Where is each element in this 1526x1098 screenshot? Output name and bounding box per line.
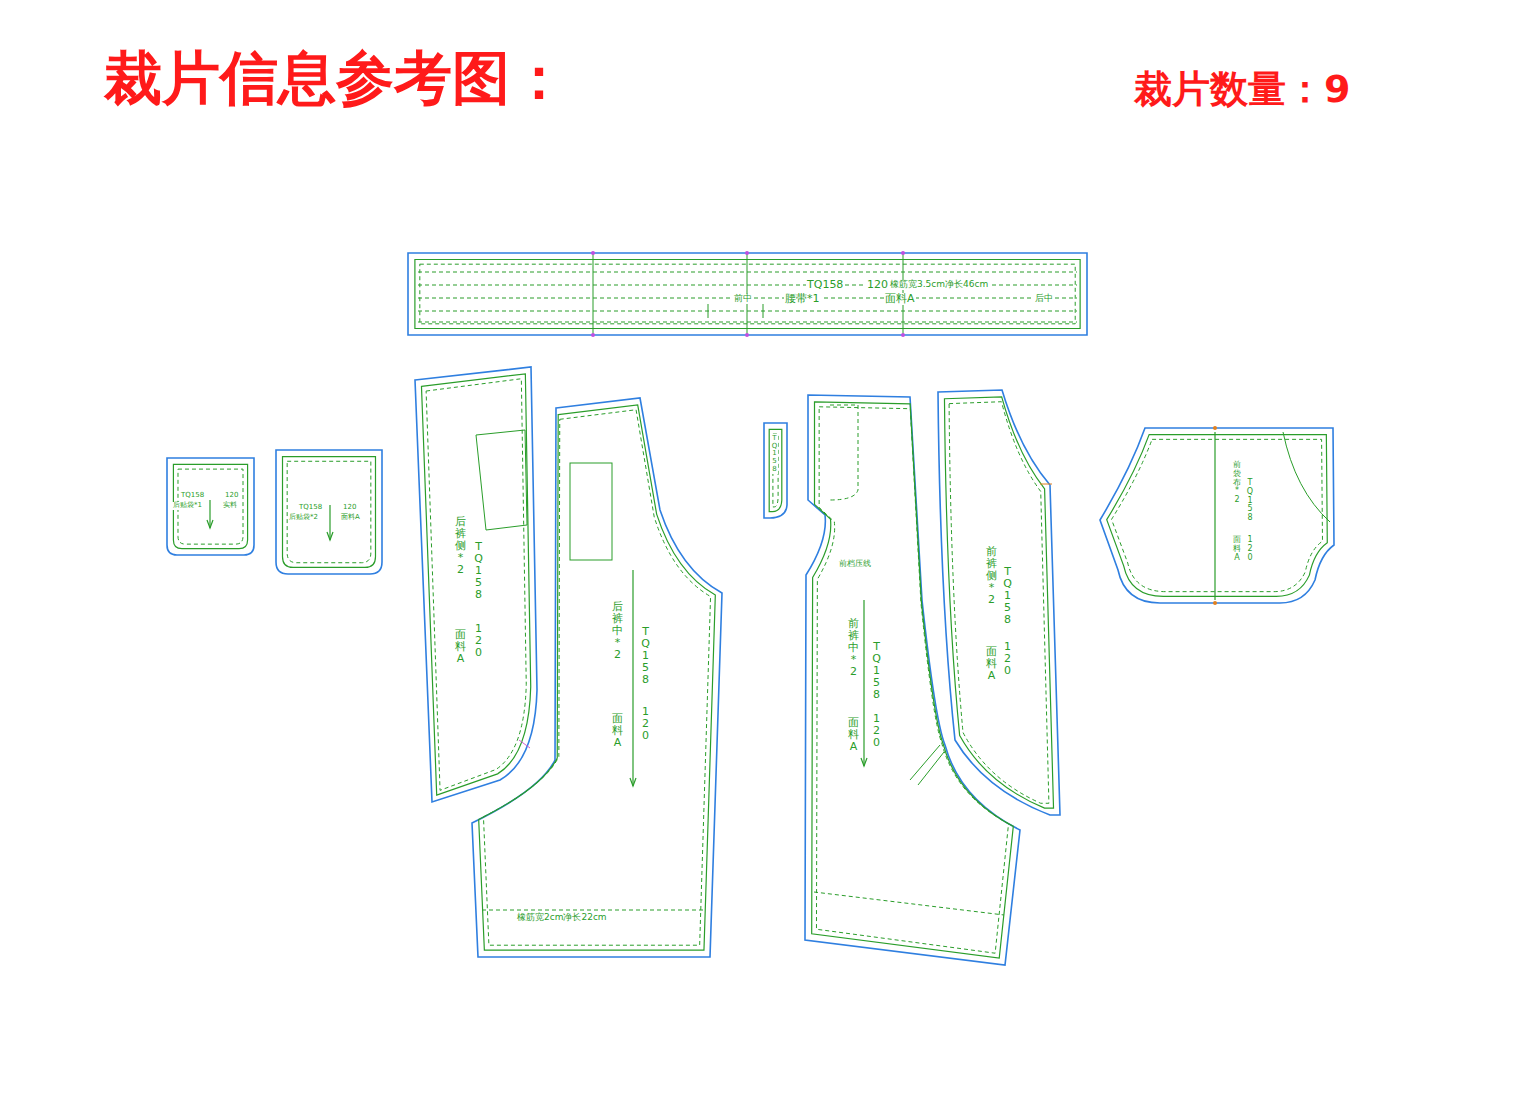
piece-label: 面料A [340, 514, 361, 522]
piece-label-vertical: TQ158 [1002, 565, 1013, 627]
piece-label-vertical: 前袋布*2 [1233, 460, 1241, 506]
piece-label-vertical: TQ158 [1246, 478, 1254, 524]
piece-outline [933, 385, 1065, 820]
piece-label-vertical: 前裤中*2 [848, 617, 859, 679]
piece-label: TQ158 [806, 279, 844, 291]
waistband-piece: TQ158 120橡筋宽3.5cm净长46cm 前中 腰带*1 面料A 后中 [403, 250, 1093, 338]
piece-count: 裁片数量：9 [1134, 64, 1350, 115]
piece-outline [272, 446, 386, 578]
piece-label-vertical: 面料A [1233, 535, 1241, 563]
piece-label: 橡筋宽2cm净长22cm [516, 913, 608, 923]
piece-outline [1095, 423, 1339, 608]
piece-label: 120 [342, 504, 357, 512]
piece-label-vertical: TQ158 [473, 540, 484, 602]
piece-label: 前中 [733, 294, 753, 304]
piece-label-vertical: TQ158 [871, 640, 882, 702]
piece-label: 腰带*1 [784, 293, 821, 305]
piece-label: 120 [224, 492, 239, 500]
piece-outline [466, 392, 728, 962]
piece-label-vertical: 120 [871, 712, 882, 750]
front-side-piece: 前裤侧*2 TQ158 120 面料A [933, 385, 1065, 820]
small-facing-piece: TQ158 [760, 419, 791, 522]
pocket-bag-piece: 前袋布*2 TQ158 120 面料A [1095, 423, 1339, 608]
piece-label: 后中 [1034, 294, 1054, 304]
piece-label-vertical: 120 [640, 705, 651, 743]
piece-label: 前档压线 [838, 560, 872, 569]
piece-label-vertical: 120 [1246, 535, 1254, 563]
piece-label-vertical: 120 [473, 622, 484, 660]
piece-label-vertical: 面料A [455, 628, 466, 666]
piece-label: 面料A [884, 293, 916, 305]
back-pocket-piece: TQ158 120 后贴袋*1 实料 [163, 454, 258, 560]
piece-label: 后贴袋*2 [288, 514, 319, 522]
piece-label: 120 [866, 279, 889, 291]
back-side-piece: 后裤侧*2 TQ158 120 面料A [410, 362, 544, 808]
piece-label-vertical: 面料A [848, 716, 859, 754]
piece-label: TQ158 [180, 492, 205, 500]
piece-label-vertical: 后裤中*2 [612, 600, 623, 662]
piece-label-vertical: TQ158 [771, 434, 778, 474]
piece-label: 橡筋宽3.5cm净长46cm [889, 280, 989, 290]
back-pocket-piece: TQ158 120 后贴袋*2 面料A [272, 446, 386, 578]
back-center-piece: 后裤中*2 TQ158 120 面料A 橡筋宽2cm净长22cm [466, 392, 728, 962]
piece-label-vertical: TQ158 [640, 625, 651, 687]
piece-label-vertical: 120 [1002, 640, 1013, 678]
piece-label-vertical: 前裤侧*2 [986, 545, 997, 607]
piece-label-vertical: 面料A [986, 645, 997, 683]
piece-label: 后贴袋*1 [172, 502, 203, 510]
piece-label-vertical: 后裤侧*2 [455, 515, 466, 577]
page-title: 裁片信息参考图： [104, 40, 568, 118]
piece-label-vertical: 面料A [612, 712, 623, 750]
piece-label: 实料 [222, 502, 238, 510]
piece-label: TQ158 [298, 504, 323, 512]
